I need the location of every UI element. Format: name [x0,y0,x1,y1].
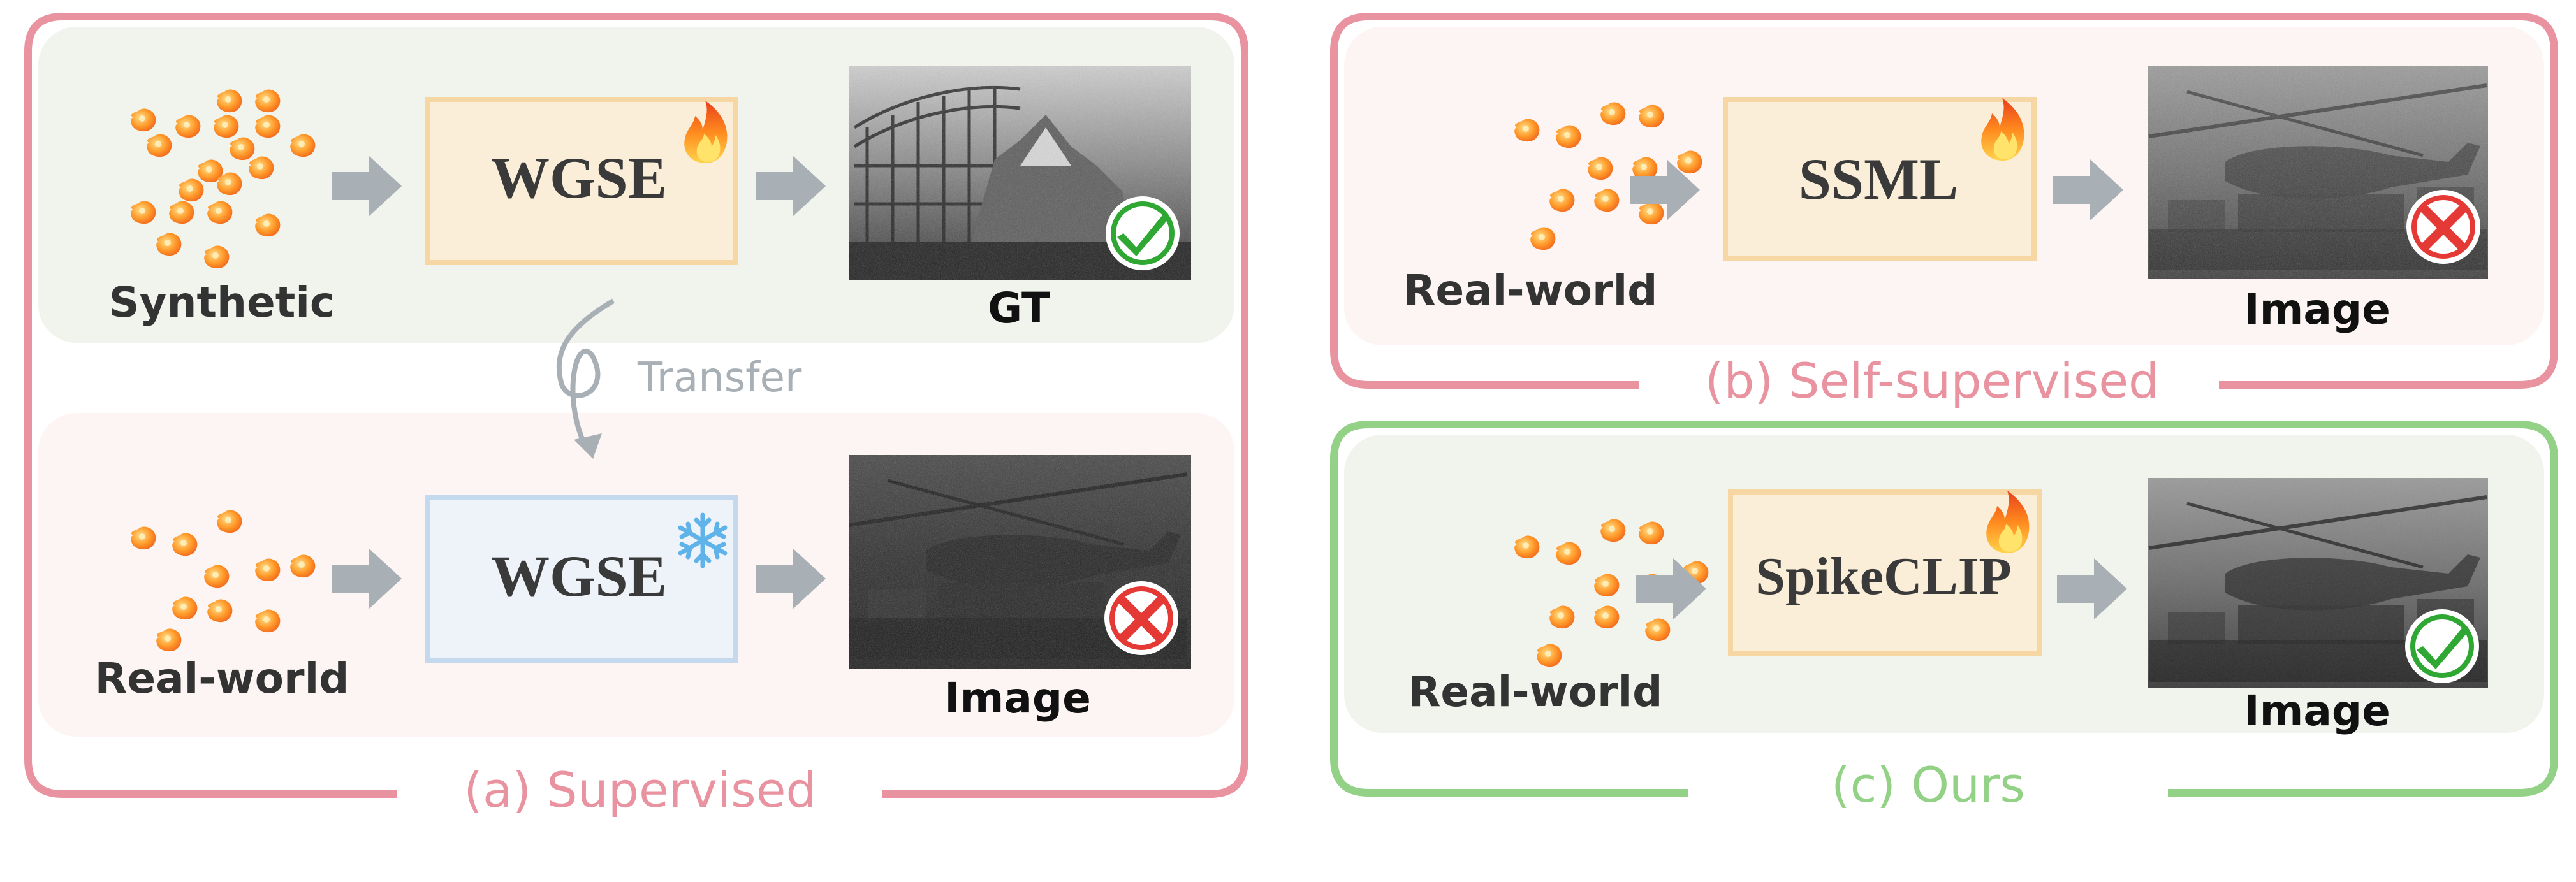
check-icon [2405,609,2479,683]
panel-ours: Real-world SpikeCLIP Image (c) Ours [1330,421,2558,813]
gt-image [849,66,1191,280]
wgse-frozen-title: WGSE [491,544,667,609]
realworld-label-c: Real-world [1409,667,1663,716]
spikeclip-box [1728,489,2042,656]
panel-self-supervised-caption: (b) Self-supervised [1705,352,2160,409]
panel-self-supervised-border [1330,13,2558,389]
cross-icon [1104,581,1178,655]
panel-supervised-caption: (a) Supervised [464,762,816,818]
panel-supervised: Synthetic WGSE GT [24,13,1248,818]
gt-label: GT [988,284,1050,333]
wgse-trainable-box [425,97,738,265]
image-label-a: Image [944,674,1091,723]
realworld-label-a: Real-world [95,654,349,703]
wgse-trainable-title: WGSE [491,145,667,210]
spikeclip-title: SpikeCLIP [1755,547,2011,606]
realworld-label-b: Real-world [1403,266,1658,315]
image-label-b: Image [2244,285,2390,334]
check-icon [1106,196,1180,270]
transfer-label: Transfer [637,354,802,401]
transfer-arrow [556,298,615,459]
ssml-title: SSML [1799,147,1959,212]
cross-icon [2406,190,2480,264]
wgse-frozen-box [425,495,738,663]
image-label-c: Image [2244,686,2390,735]
panel-supervised-border [24,13,1248,798]
panel-self-supervised: Real-world SSML Image (b) Self-supervise… [1330,13,2558,409]
synthetic-label: Synthetic [109,278,335,327]
panel-ours-caption: (c) Ours [1831,756,2025,813]
ssml-box [1723,97,2037,261]
panel-ours-border [1330,421,2558,797]
